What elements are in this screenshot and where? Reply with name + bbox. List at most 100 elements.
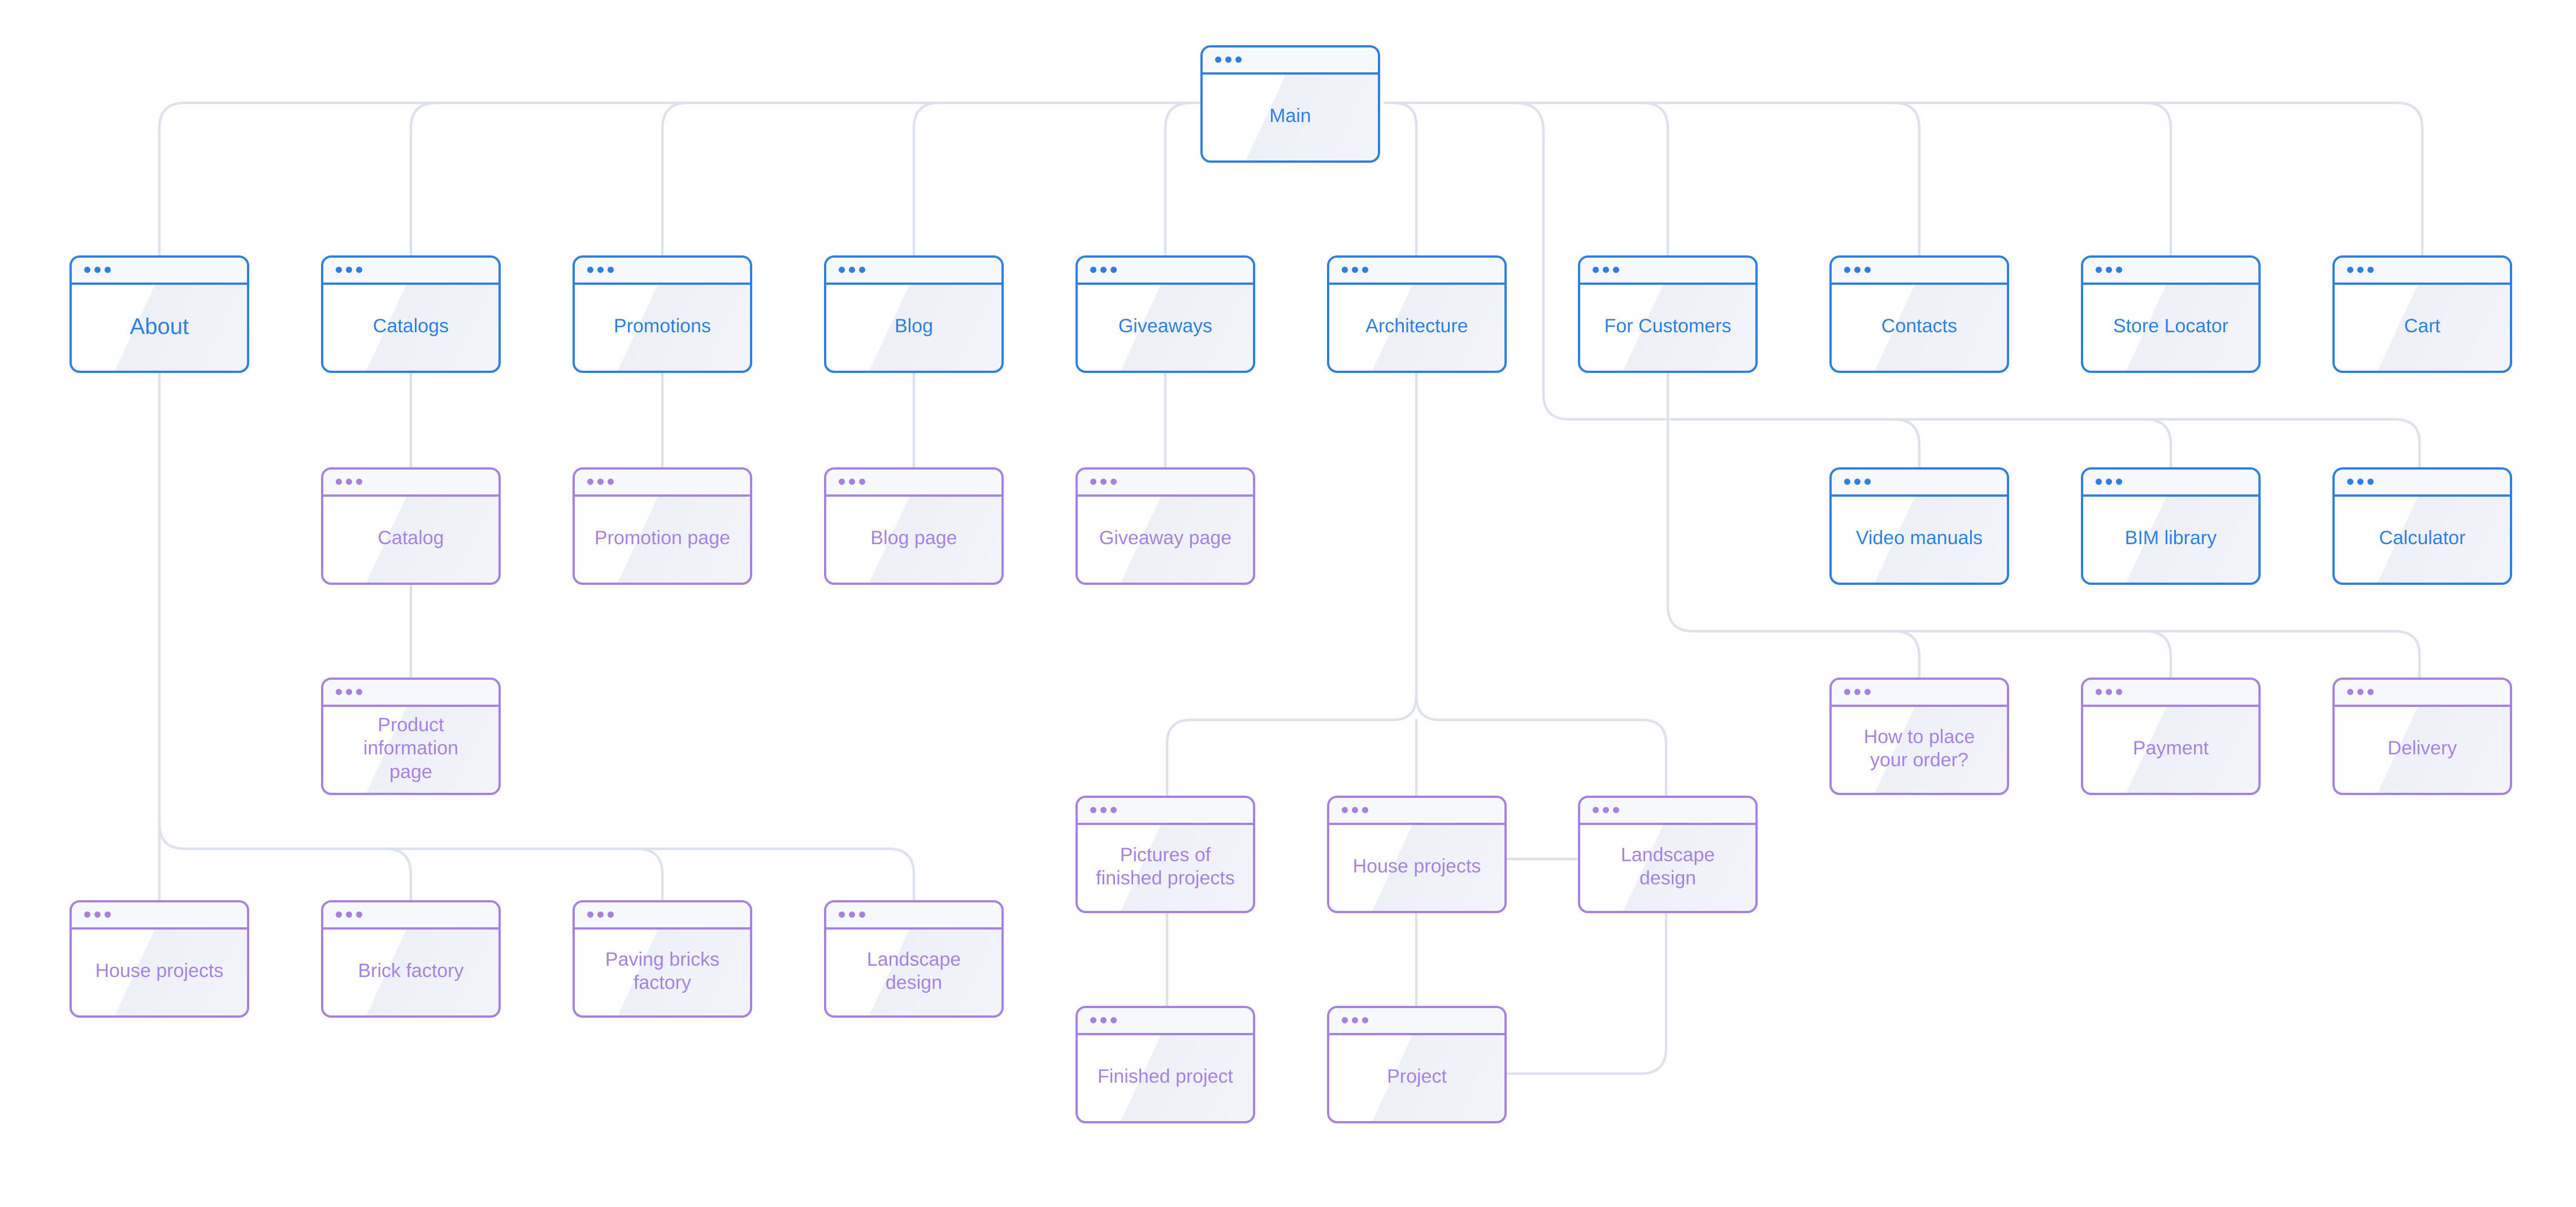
page-node-giveaways: Giveaways xyxy=(1075,255,1255,373)
window-dot-icon xyxy=(105,267,111,273)
connector xyxy=(1666,371,2421,679)
connector xyxy=(1892,101,1921,257)
page-node-architecture: Architecture xyxy=(1327,255,1507,373)
window-dot-icon xyxy=(859,267,865,273)
window-dot-icon xyxy=(1100,267,1107,273)
window-dot-icon xyxy=(587,479,593,485)
window-dot-icon xyxy=(1090,1017,1096,1023)
connector xyxy=(1165,371,1418,797)
window-dot-icon xyxy=(1235,57,1242,63)
window-bar xyxy=(1832,470,2007,497)
window-dot-icon xyxy=(1603,807,1609,813)
window-dot-icon xyxy=(2357,267,2363,273)
window-dot-icon xyxy=(336,479,342,485)
window-dot-icon xyxy=(1603,267,1609,273)
window-dot-icon xyxy=(2357,689,2363,695)
window-dot-icon xyxy=(608,267,614,273)
page-node-finished-project: Finished project xyxy=(1075,1006,1255,1123)
window-dot-icon xyxy=(1864,267,1871,273)
window-dot-icon xyxy=(2116,479,2122,485)
window-dot-icon xyxy=(1844,689,1850,695)
page-node-bim-library: BIM library xyxy=(2081,467,2261,585)
page-node-architecture-landscape-design: Landscape design xyxy=(1578,796,1758,913)
window-bar xyxy=(826,258,1001,285)
window-bar xyxy=(1329,258,1504,285)
window-bar xyxy=(575,902,750,930)
connector xyxy=(2144,101,2172,257)
window-bar xyxy=(1078,258,1253,285)
connector xyxy=(409,101,438,257)
window-dot-icon xyxy=(849,479,855,485)
node-label: Pictures of finished projects xyxy=(1096,844,1235,889)
window-dot-icon xyxy=(2106,689,2112,695)
connector xyxy=(1415,694,1668,797)
page-node-promotions: Promotions xyxy=(573,255,752,373)
node-label: Catalog xyxy=(378,527,444,549)
page-node-how-to-place-order: How to place your order? xyxy=(1829,678,2009,795)
window-dot-icon xyxy=(839,911,845,918)
window-dot-icon xyxy=(1854,689,1861,695)
window-dot-icon xyxy=(1342,267,1348,273)
window-dot-icon xyxy=(1362,807,1368,813)
page-node-for-customers: For Customers xyxy=(1578,255,1758,373)
window-dot-icon xyxy=(356,479,362,485)
node-label: Delivery xyxy=(2387,737,2457,759)
window-dot-icon xyxy=(1593,267,1599,273)
window-bar xyxy=(2083,470,2258,497)
page-node-about-landscape-design: Landscape design xyxy=(824,900,1004,1018)
page-node-store-locator: Store Locator xyxy=(2081,255,2261,373)
window-dot-icon xyxy=(1593,807,1599,813)
node-label: Cart xyxy=(2404,315,2441,337)
window-dot-icon xyxy=(859,911,865,918)
window-dot-icon xyxy=(859,479,865,485)
window-dot-icon xyxy=(1864,479,1871,485)
connector xyxy=(635,847,664,902)
connector xyxy=(1392,101,1418,257)
window-bar xyxy=(1329,798,1504,825)
node-label: Landscape design xyxy=(1620,844,1715,889)
window-dot-icon xyxy=(336,911,342,918)
window-dot-icon xyxy=(1090,267,1096,273)
connector xyxy=(1641,101,1669,257)
page-node-payment: Payment xyxy=(2081,678,2261,795)
page-node-promotion-page: Promotion page xyxy=(573,467,752,585)
window-dot-icon xyxy=(346,911,352,918)
connector xyxy=(912,101,941,257)
page-node-architecture-house-projects: House projects xyxy=(1327,796,1507,913)
window-dot-icon xyxy=(1854,267,1861,273)
window-bar xyxy=(2083,258,2258,285)
window-dot-icon xyxy=(1844,479,1850,485)
window-dot-icon xyxy=(1100,479,1107,485)
window-dot-icon xyxy=(346,689,352,695)
window-dot-icon xyxy=(2367,267,2374,273)
window-dot-icon xyxy=(1111,1017,1117,1023)
connector xyxy=(2144,418,2172,469)
window-dot-icon xyxy=(1111,479,1117,485)
window-bar xyxy=(1329,1008,1504,1035)
window-dot-icon xyxy=(356,689,362,695)
connector xyxy=(1504,911,1668,1075)
node-label: Payment xyxy=(2132,737,2209,759)
node-label: House projects xyxy=(95,960,224,982)
page-node-blog-page: Blog page xyxy=(824,467,1004,585)
window-bar xyxy=(323,680,498,707)
window-bar xyxy=(2083,680,2258,707)
node-label: Blog page xyxy=(870,527,957,549)
window-dot-icon xyxy=(2096,479,2102,485)
window-dot-icon xyxy=(2096,689,2102,695)
window-bar xyxy=(72,902,247,930)
node-label: How to place your order? xyxy=(1863,726,1975,771)
window-bar xyxy=(323,258,498,285)
window-dot-icon xyxy=(356,911,362,918)
window-dot-icon xyxy=(2367,689,2374,695)
window-dot-icon xyxy=(587,267,593,273)
window-dot-icon xyxy=(94,267,101,273)
node-label: Brick factory xyxy=(358,960,464,982)
window-dot-icon xyxy=(1864,689,1871,695)
window-dot-icon xyxy=(849,911,855,918)
window-bar xyxy=(1580,798,1755,825)
connector xyxy=(384,847,413,902)
window-dot-icon xyxy=(1342,1017,1348,1023)
window-dot-icon xyxy=(2106,479,2112,485)
